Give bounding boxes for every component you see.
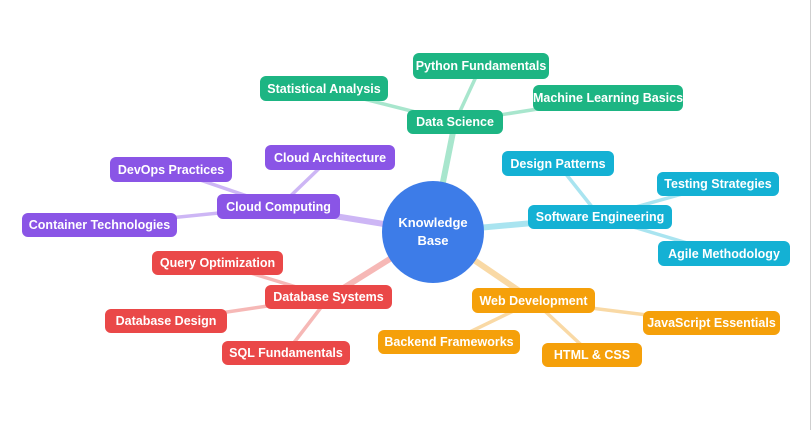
node-cloud-architecture[interactable]: Cloud Architecture [265,145,395,170]
node-statistical-analysis[interactable]: Statistical Analysis [260,76,388,101]
node-html-css[interactable]: HTML & CSS [542,343,642,367]
node-software-engineering[interactable]: Software Engineering [528,205,672,229]
node-query-optimization[interactable]: Query Optimization [152,251,283,275]
node-sql-fundamentals[interactable]: SQL Fundamentals [222,341,350,365]
node-agile-methodology[interactable]: Agile Methodology [658,241,790,266]
node-database-design[interactable]: Database Design [105,309,227,333]
node-knowledge-base[interactable]: Knowledge Base [382,181,484,283]
node-web-development[interactable]: Web Development [472,288,595,313]
node-cloud-computing[interactable]: Cloud Computing [217,194,340,219]
node-container-technologies[interactable]: Container Technologies [22,213,177,237]
node-testing-strategies[interactable]: Testing Strategies [657,172,779,196]
node-backend-frameworks[interactable]: Backend Frameworks [378,330,520,354]
node-database-systems[interactable]: Database Systems [265,285,392,309]
page-right-border [810,0,811,430]
node-devops-practices[interactable]: DevOps Practices [110,157,232,182]
node-machine-learning-basics[interactable]: Machine Learning Basics [533,85,683,111]
node-javascript-essentials[interactable]: JavaScript Essentials [643,311,780,335]
center-label: Knowledge Base [398,214,468,248]
node-data-science[interactable]: Data Science [407,110,503,134]
node-design-patterns[interactable]: Design Patterns [502,151,614,176]
node-python-fundamentals[interactable]: Python Fundamentals [413,53,549,79]
